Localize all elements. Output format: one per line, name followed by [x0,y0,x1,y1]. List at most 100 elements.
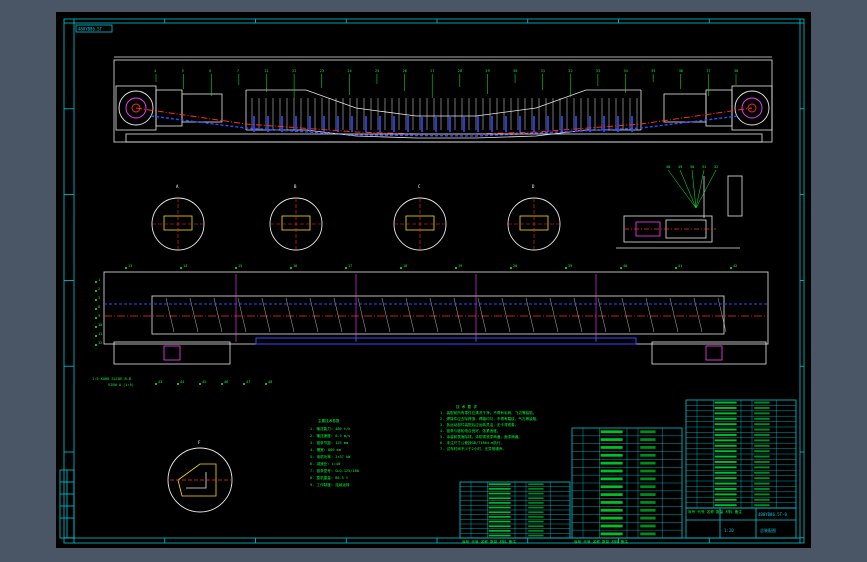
plan-caption-2: VIEW A (1:5) [108,383,134,387]
callout-label: 33 [596,69,600,73]
param-line: 8. 整机重量: 86.5 t [310,475,348,480]
drawing-name: 总装配图 [760,527,776,533]
callout-label: 4 [154,69,156,73]
callout-label: 2 [98,287,100,291]
callout-label: 3 [98,296,100,300]
drawing-number: 480YB86.5T-0 [758,512,787,517]
tech-line: 3. 各运动部件装配后应运转灵活，无卡滞现象。 [440,422,518,427]
callout-label: 17 [348,264,352,268]
callout-label: 22 [292,69,296,73]
top-left-stamp: 480YB86.5T [78,27,103,32]
callout-label: 47 [246,380,250,384]
callout-label: 25 [375,69,379,73]
callout-label: 10 [98,323,102,327]
callout-label: 12 [98,341,102,345]
callout-label: 48 [268,380,272,384]
param-line: 1. 输送能力: 480 t/h [310,426,350,431]
zone-ticks [64,19,804,543]
chain-hidden [150,115,739,137]
param-line: 3. 链条节距: 125 mm [310,440,348,445]
param-line: 7. 链条型号: GLQ-125/180 [310,468,359,473]
param-line: 6. 减速比: i=40 [310,461,340,466]
callout-label: 20 [513,264,517,268]
plan-web [165,274,727,342]
drawing-sheet: 480YB86.5T [59,18,805,544]
callout-label: 16 [293,264,297,268]
bom-columns: 序号 代号 名称 数量 材料 备注 [462,539,516,544]
param-line: 5. 电机功率: 2×37 kW [310,454,351,459]
section-label: B [294,184,297,189]
callout-label: 41 [678,264,682,268]
callout-label: 37 [706,69,710,73]
trough-upper [246,89,641,117]
callout-label: 26 [403,69,407,73]
callout-label: 21 [264,69,268,73]
callout-label: 5 [182,69,184,73]
tech-line: 5. 涂装前表面除锈，涂防锈底漆两遍，面漆两遍。 [440,434,522,439]
callout-label: 46 [224,380,228,384]
callout-label: 7 [237,69,239,73]
tech-line: 1. 装配前所有零件应清洗干净，不得有毛刺、飞边等缺陷。 [440,410,536,415]
callout-label: 40 [623,264,627,268]
callout-label: 23 [320,69,324,73]
callout-label: 48 [666,165,670,169]
callout-label: 8 [98,305,100,309]
callout-label: 42 [733,264,737,268]
callout-label: 32 [568,69,572,73]
callout-label: 9 [98,314,100,318]
section-label: A [176,184,179,189]
tech-line: 4. 链条与链轮啮合良好，张紧适度。 [440,428,500,433]
chain-line [135,107,753,135]
inner-border [73,22,801,539]
section-label: D [532,184,535,189]
param-line: 9. 工作制度: 连续运转 [310,482,350,487]
trough-ribs [251,98,638,132]
callout-label: 15 [238,264,242,268]
param-title: 主要技术参数 [318,418,340,423]
callout-label: 29 [485,69,489,73]
tech-line: 7. 试车时间不少于2小时，无异常噪声。 [440,446,506,451]
callout-label: 30 [513,69,517,73]
callout-label: 11 [98,332,102,336]
callout-label: 14 [183,264,187,268]
param-line: 2. 输送速度: 0.5 m/s [310,433,350,438]
drawing-scale: 1:20 [724,528,734,533]
bom-right: 序号 代号 名称 数量 材料 备注 [685,399,797,514]
callout-label: 27 [430,69,434,73]
callout-label: 13 [128,264,132,268]
param-line: 4. 槽宽: 800 mm [310,447,341,452]
outer-border [63,18,805,544]
callout-label: 19 [458,264,462,268]
callout-label: 18 [403,264,407,268]
callout-label: 31 [541,69,545,73]
callout-label: 34 [624,69,628,73]
callout-label: 28 [458,69,462,73]
callout-label: 50 [690,165,694,169]
bom-left: 序号 代号 名称 数量 材料 备注 [459,481,571,544]
top-left-stamp-box [75,24,113,33]
callout-label: 52 [714,165,718,169]
callout-label: 39 [568,264,572,268]
callout-label: 36 [679,69,683,73]
tech-line: 6. 未注尺寸公差按GB/T1804-m执行。 [440,440,504,445]
param-table: 主要技术参数 1. 输送能力: 480 t/h 2. 输送速度: 0.5 m/s 3… [310,418,359,487]
bom-columns: 序号 代号 名称 数量 材料 备注 [688,509,742,514]
callout-label: 44 [180,380,184,384]
plan-caption: 1:5 KOHD SLIDE B-B [92,377,131,381]
left-head-sprocket [115,85,223,131]
callout-label: 24 [347,69,351,73]
callout-label: 1 [98,278,100,282]
title-block: 480YB86.5T-0 总装配图 1:20 [685,507,797,539]
callout-label: 45 [202,380,206,384]
callout-label: 38 [734,69,738,73]
callout-label: 43 [158,380,162,384]
cad-viewport: 480YB86.5T [56,12,811,548]
callout-label: 35 [651,69,655,73]
